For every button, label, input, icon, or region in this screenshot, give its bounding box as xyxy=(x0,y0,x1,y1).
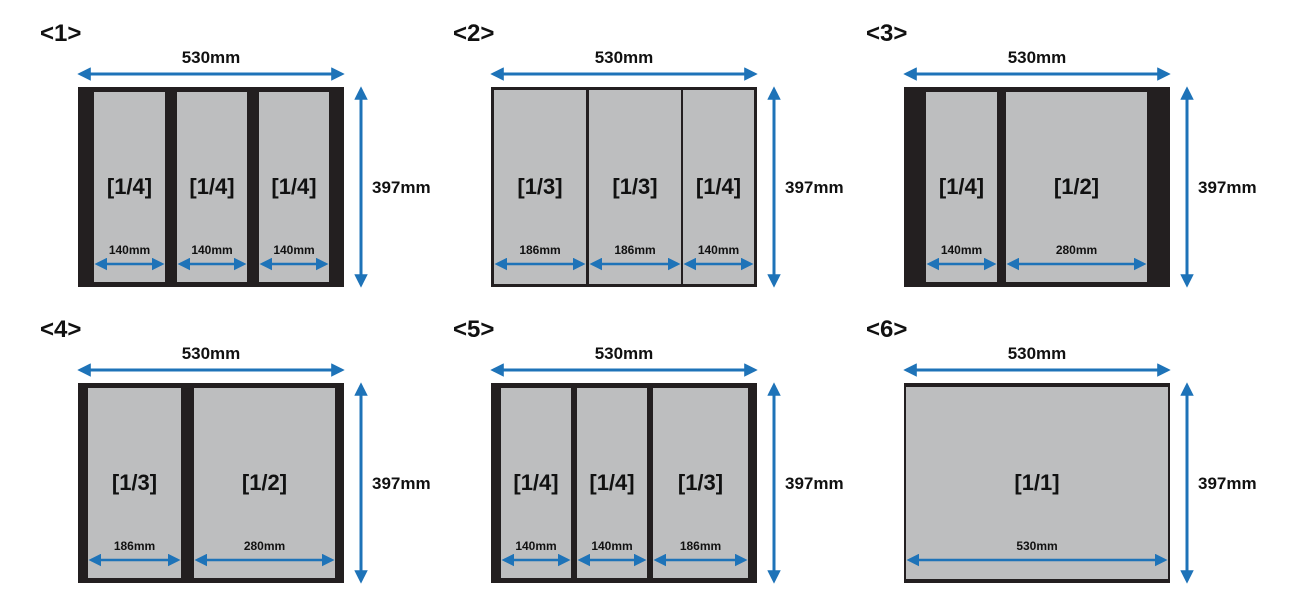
panel: [1/4] 140mm xyxy=(577,388,647,578)
diagram-number: <2> xyxy=(453,20,494,47)
width-label: 530mm xyxy=(595,48,654,67)
diagram-number: <5> xyxy=(453,316,494,343)
panel: [1/4] 140mm xyxy=(177,92,247,282)
panel: [1/4] 140mm xyxy=(501,388,571,578)
panel-area xyxy=(1006,92,1147,282)
panel-area xyxy=(683,90,754,284)
panel-width-label: 530mm xyxy=(1016,539,1057,553)
panel-fraction: [1/2] xyxy=(242,470,287,495)
panel-fraction: [1/4] xyxy=(589,470,634,495)
diagram-3: <3> 530mm 397mm [1/4] 140mm [1/2] 280mm xyxy=(866,20,1257,288)
height-label: 397mm xyxy=(785,178,844,197)
panel-area xyxy=(88,388,181,578)
panel-fraction: [1/4] xyxy=(271,174,316,199)
diagram-1: <1> 530mm 397mm [1/4] 140mm [1/4] 140mm [1/4] 14… xyxy=(40,20,431,288)
panel: [1/3] 186mm xyxy=(589,90,681,284)
panel-fraction: [1/4] xyxy=(189,174,234,199)
panel-area xyxy=(589,90,681,284)
panel: [1/2] 280mm xyxy=(194,388,335,578)
panel-width-label: 140mm xyxy=(273,243,314,257)
panel-width-label: 140mm xyxy=(191,243,232,257)
panel: [1/3] 186mm xyxy=(88,388,181,578)
diagram-number: <3> xyxy=(866,20,907,47)
panel-area xyxy=(926,92,997,282)
height-label: 397mm xyxy=(372,178,431,197)
panel-area xyxy=(577,388,647,578)
width-label: 530mm xyxy=(1008,344,1067,363)
panel-fraction: [1/1] xyxy=(1014,470,1059,495)
panel-area xyxy=(194,388,335,578)
panel-width-label: 186mm xyxy=(519,243,560,257)
panel-fraction: [1/3] xyxy=(612,174,657,199)
panel-fraction: [1/3] xyxy=(112,470,157,495)
panel-fraction: [1/4] xyxy=(939,174,984,199)
panel-area xyxy=(906,387,1168,579)
width-label: 530mm xyxy=(182,48,241,67)
height-label: 397mm xyxy=(372,474,431,493)
panel-width-label: 280mm xyxy=(1056,243,1097,257)
panel-area xyxy=(653,388,748,578)
diagram-5: <5> 530mm 397mm [1/4] 140mm [1/4] 140mm [1/3] 18… xyxy=(453,316,844,584)
panel-width-label: 280mm xyxy=(244,539,285,553)
diagram-6: <6> 530mm 397mm [1/1] 530mm xyxy=(866,316,1257,584)
panel-width-label: 140mm xyxy=(109,243,150,257)
panel-width-label: 140mm xyxy=(941,243,982,257)
panel-width-label: 140mm xyxy=(515,539,556,553)
panel: [1/4] 140mm xyxy=(259,92,329,282)
panel-area xyxy=(501,388,571,578)
width-label: 530mm xyxy=(182,344,241,363)
height-label: 397mm xyxy=(1198,178,1257,197)
panel-fraction: [1/4] xyxy=(107,174,152,199)
panel: [1/4] 140mm xyxy=(94,92,165,282)
panel-area xyxy=(94,92,165,282)
panel-width-label: 186mm xyxy=(114,539,155,553)
panel-area xyxy=(259,92,329,282)
panel: [1/3] 186mm xyxy=(494,90,586,284)
panel: [1/1] 530mm xyxy=(906,387,1168,579)
panel-fraction: [1/3] xyxy=(517,174,562,199)
panel: [1/2] 280mm xyxy=(1006,92,1147,282)
panel-area xyxy=(494,90,586,284)
width-label: 530mm xyxy=(1008,48,1067,67)
panel-width-label: 140mm xyxy=(591,539,632,553)
panel: [1/3] 186mm xyxy=(653,388,748,578)
diagram-4: <4> 530mm 397mm [1/3] 186mm [1/2] 280mm xyxy=(40,316,431,584)
diagram-number: <6> xyxy=(866,316,907,343)
panel-area xyxy=(177,92,247,282)
diagram-number: <1> xyxy=(40,20,81,47)
panel-width-label: 186mm xyxy=(680,539,721,553)
panel-fraction: [1/2] xyxy=(1054,174,1099,199)
panel: [1/4] 140mm xyxy=(926,92,997,282)
panel-fraction: [1/3] xyxy=(678,470,723,495)
diagram-2: <2> 530mm 397mm [1/3] 186mm [1/3] 186mm [1/4] 14… xyxy=(453,20,844,288)
panel-width-label: 186mm xyxy=(614,243,655,257)
diagram-number: <4> xyxy=(40,316,81,343)
height-label: 397mm xyxy=(785,474,844,493)
panel-width-label: 140mm xyxy=(698,243,739,257)
width-label: 530mm xyxy=(595,344,654,363)
panel-fraction: [1/4] xyxy=(696,174,741,199)
panel-fraction: [1/4] xyxy=(513,470,558,495)
height-label: 397mm xyxy=(1198,474,1257,493)
panel: [1/4] 140mm xyxy=(683,90,754,284)
